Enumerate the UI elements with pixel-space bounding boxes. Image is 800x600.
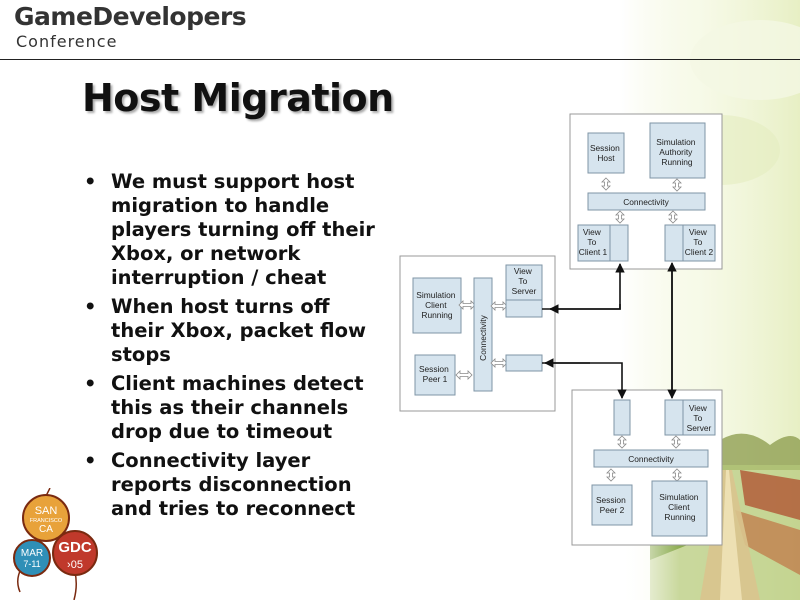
- host-connectivity-label: Connectivity: [623, 197, 669, 207]
- peer2-empty-view-box: [613, 399, 631, 436]
- gdc-logo-subtitle: Conference: [16, 32, 118, 51]
- slide-title: Host Migration: [82, 76, 394, 120]
- peer1-connectivity-bar: [473, 277, 493, 392]
- badge-event-year: ›05: [67, 559, 83, 571]
- host-view-client2-label: View To Client 2: [685, 227, 714, 257]
- host-simulation-box: [649, 122, 706, 179]
- badge-date-month: MAR: [21, 548, 43, 559]
- peer2-view-server-box: [664, 399, 716, 436]
- bullet-text: We must support host migration to handle…: [111, 170, 375, 289]
- host-view-client2-box: [664, 224, 716, 262]
- connection-arrows: [542, 262, 677, 399]
- host-connectivity-bar: [587, 192, 706, 211]
- host-session-box: [587, 132, 625, 174]
- peer1-view-server-label: View To Server: [512, 266, 537, 296]
- badge-event-name: GDC: [58, 539, 92, 556]
- bullet-item: • Client machines detect this as their ch…: [84, 372, 384, 444]
- host-session-label: Session Host: [590, 143, 622, 163]
- bullet-marker: •: [84, 295, 97, 318]
- peer1-simulation-label: Simulation Client Running: [416, 290, 457, 320]
- peer1-simulation-box: [412, 277, 462, 334]
- peer2-view-server-label: View To Server: [687, 403, 712, 433]
- host-view-client1-box: [577, 224, 629, 262]
- peer1-session-label: Session Peer 1: [419, 364, 451, 384]
- bullet-text: When host turns off their Xbox, packet f…: [111, 295, 367, 366]
- peer2-machine: View To Server Connectivity Session Peer…: [571, 389, 723, 546]
- bullet-text: Connectivity layer reports disconnection…: [111, 449, 356, 520]
- badge-event-circle: [52, 530, 98, 576]
- peer2-simulation-label: Simulation Client Running: [659, 492, 700, 522]
- bullet-item: • When host turns off their Xbox, packet …: [84, 295, 384, 367]
- badge-location-circle: [22, 494, 70, 542]
- bullet-list: • We must support host migration to handl…: [84, 170, 384, 526]
- peer2-simulation-box: [651, 480, 708, 537]
- badge-city-line1: SAN: [35, 505, 58, 517]
- bullet-item: • Connectivity layer reports disconnectio…: [84, 449, 384, 521]
- peer2-connectivity-bar: [593, 449, 709, 468]
- gdc-logo-title: GameDevelopers: [14, 2, 247, 31]
- bullet-item: • We must support host migration to handl…: [84, 170, 384, 290]
- bullet-marker: •: [84, 449, 97, 472]
- peer1-machine: Simulation Client Running Session Peer 1…: [399, 255, 556, 412]
- badge-city-line3: CA: [39, 524, 53, 535]
- peer2-session-label: Session Peer 2: [596, 495, 628, 515]
- peer2-session-box: [591, 484, 633, 526]
- badge-date-days: 7-11: [23, 559, 40, 569]
- host-simulation-label: Simulation Authority Running: [656, 137, 697, 167]
- gdc-event-badge: SAN FRANCISCO CA MAR 7-11 GDC ›05: [13, 488, 98, 600]
- peer1-empty-view-box: [505, 354, 543, 372]
- badge-city-line2: FRANCISCO: [30, 518, 63, 524]
- peer2-connectivity-label: Connectivity: [628, 454, 674, 464]
- bullet-marker: •: [84, 372, 97, 395]
- peer1-connectivity-label: Connectivity: [478, 314, 488, 360]
- arrow-peer1-host: [549, 304, 621, 314]
- bullet-marker: •: [84, 170, 97, 193]
- peer1-view-server-box: [505, 264, 543, 318]
- host-machine: Session Host Simulation Authority Runnin…: [569, 113, 723, 270]
- peer1-session-box: [414, 354, 456, 396]
- bullet-text: Client machines detect this as their cha…: [111, 372, 364, 443]
- host-view-client1-label: View To Client 1: [579, 227, 608, 257]
- badge-date-circle: [13, 539, 51, 577]
- header-divider: [0, 59, 800, 60]
